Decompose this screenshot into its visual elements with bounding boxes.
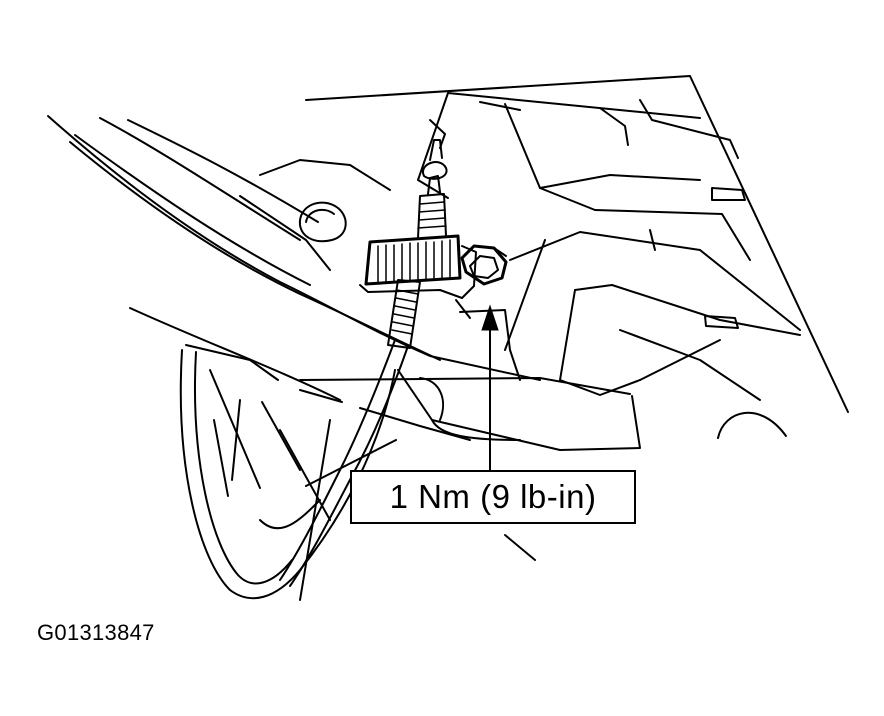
figure-id-label: G01313847 xyxy=(37,620,155,645)
frame-rails xyxy=(47,115,631,441)
cable-spring-upper xyxy=(417,139,448,239)
right-bracket xyxy=(504,229,801,439)
housing-outline xyxy=(305,75,849,413)
cable-adjuster xyxy=(359,234,477,299)
bolt-head xyxy=(460,244,508,286)
lower-sweep xyxy=(179,349,536,601)
lower-mount xyxy=(397,299,641,451)
torque-callout: 1 Nm (9 lb-in) xyxy=(350,470,636,524)
housing-boss xyxy=(239,159,391,271)
callout-arrow xyxy=(481,304,499,471)
